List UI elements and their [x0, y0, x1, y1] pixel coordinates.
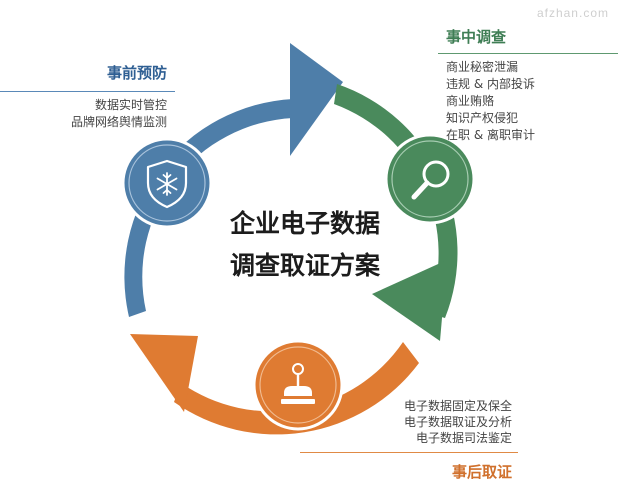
during-item: 在职 & 离职审计: [446, 128, 535, 142]
during-item: 商业贿赂: [446, 94, 495, 108]
center-title-line2: 调查取证方案: [229, 251, 380, 280]
stamp-icon: [252, 339, 344, 431]
after-phase-title: 事后取证: [451, 463, 512, 481]
during-item: 违规 & 内部投诉: [446, 77, 535, 91]
before-phase-label: 事前预防 数据实时管控 品牌网络舆情监测: [0, 62, 175, 131]
shield-snowflake-icon: [121, 137, 213, 229]
during-phase-items: 商业秘密泄漏 违规 & 内部投诉 商业贿赂 知识产权侵犯 在职 & 离职审计: [438, 53, 618, 144]
before-item: 品牌网络舆情监测: [70, 115, 167, 129]
before-arc: [124, 99, 294, 317]
during-item: 商业秘密泄漏: [446, 60, 519, 74]
after-phase-label: 电子数据固定及保全 电子数据取证及分析 电子数据司法鉴定 事后取证: [300, 398, 518, 482]
before-phase-items: 数据实时管控 品牌网络舆情监测: [0, 91, 175, 131]
after-phase-items: 电子数据固定及保全 电子数据取证及分析 电子数据司法鉴定: [300, 398, 518, 453]
watermark: afzhan.com: [536, 6, 609, 20]
after-item: 电子数据固定及保全: [403, 399, 512, 413]
before-phase-title: 事前预防: [106, 64, 167, 82]
after-arc: [174, 342, 419, 435]
after-arrowhead: [130, 334, 198, 412]
center-title-line1: 企业电子数据: [229, 209, 380, 238]
center-title: 企业电子数据 调查取证方案: [210, 203, 400, 287]
during-phase-title: 事中调查: [446, 28, 507, 46]
during-item: 知识产权侵犯: [446, 111, 519, 125]
before-arrowhead: [290, 43, 343, 156]
magnifier-icon: [384, 133, 476, 225]
before-item: 数据实时管控: [94, 98, 167, 112]
during-phase-label: 事中调查 商业秘密泄漏 违规 & 内部投诉 商业贿赂 知识产权侵犯 在职 & 离…: [438, 26, 618, 144]
after-item: 电子数据取证及分析: [403, 415, 512, 429]
after-item: 电子数据司法鉴定: [415, 431, 512, 445]
during-arrowhead: [372, 260, 447, 341]
